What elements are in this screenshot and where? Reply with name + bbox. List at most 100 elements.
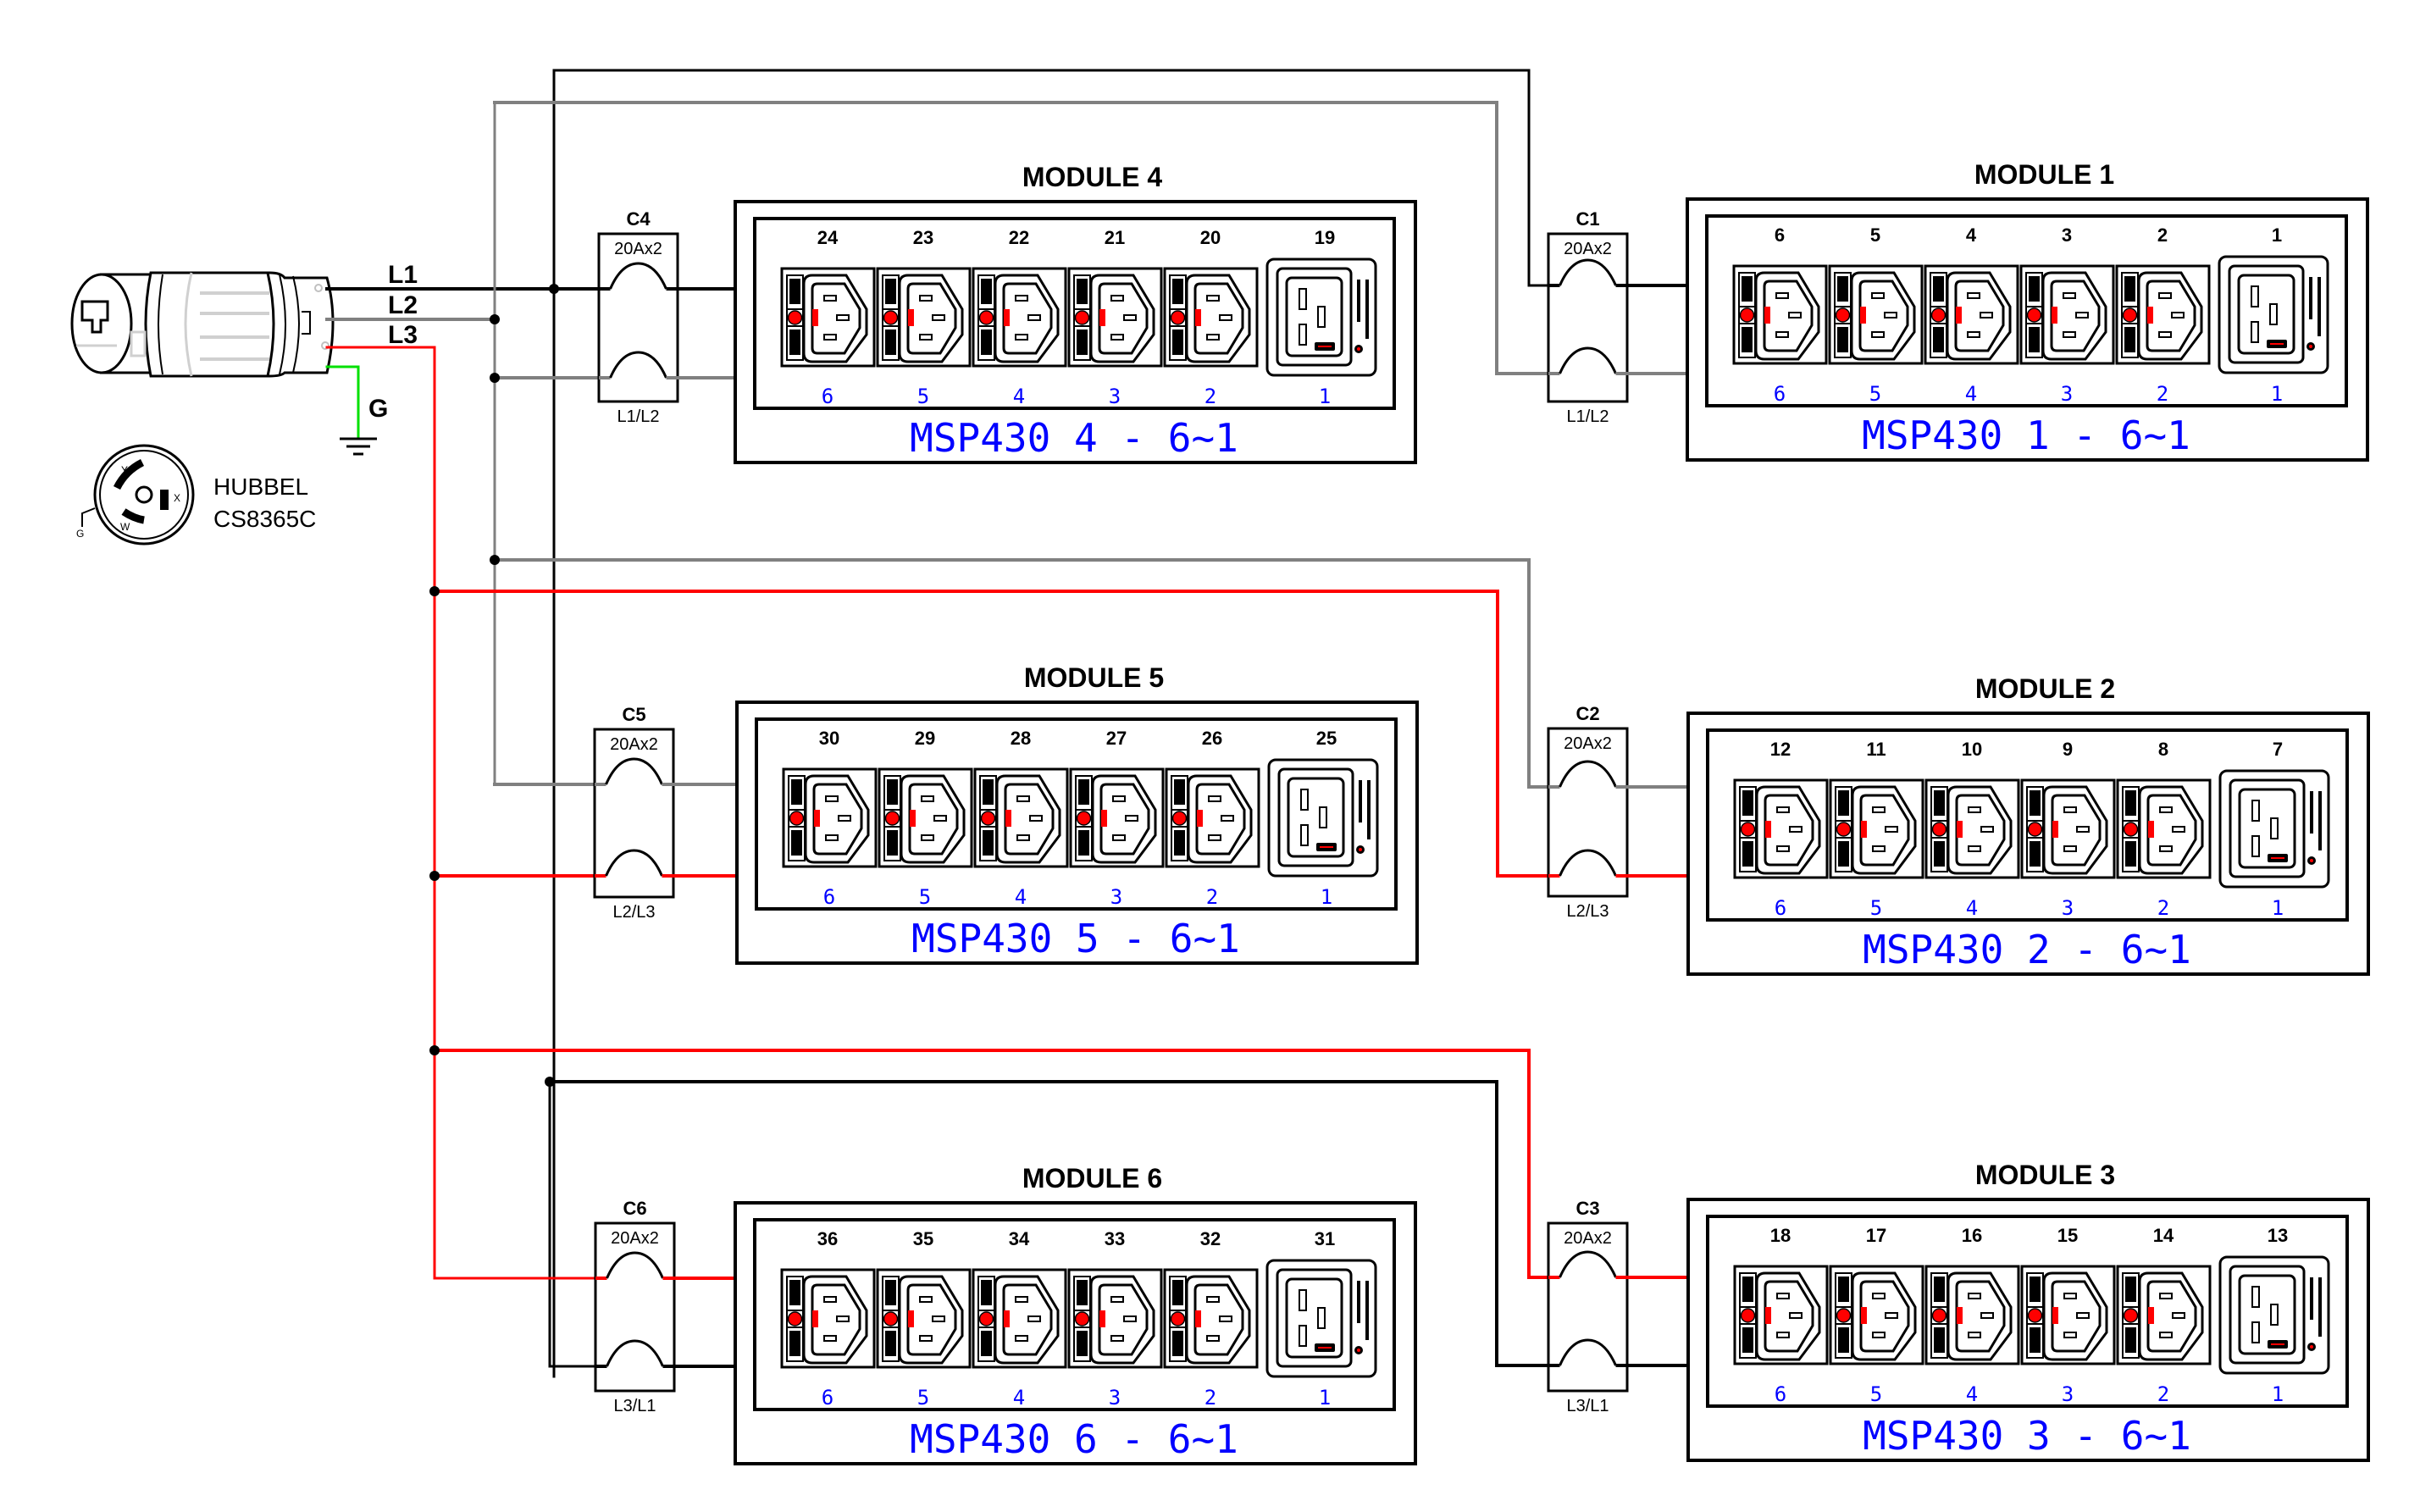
port-index: 2	[2157, 896, 2169, 920]
c13-outlet-icon	[782, 767, 878, 868]
outlet-number: 36	[817, 1228, 838, 1249]
outlet: 22	[2115, 224, 2211, 406]
port-index: 1	[1321, 885, 1332, 909]
outlet-number: 26	[1202, 728, 1222, 749]
port-index: 1	[1319, 385, 1331, 408]
outlet-number: 1	[2272, 224, 2282, 246]
led-indicator-icon	[787, 310, 803, 325]
led-indicator-icon	[1076, 811, 1092, 826]
module-title: MODULE 5	[1024, 662, 1164, 693]
breaker-rating: 20Ax2	[610, 735, 658, 754]
outlet: 186	[1733, 1225, 1829, 1406]
outlet-number: 16	[1962, 1225, 1982, 1246]
breaker-box	[1547, 232, 1629, 403]
breaker-rating: 20Ax2	[1564, 734, 1612, 753]
c13-outlet-icon	[2116, 778, 2212, 879]
led-indicator-icon	[980, 811, 996, 826]
wire-l3-main	[325, 346, 597, 1280]
c19-outlet-icon	[2218, 255, 2329, 374]
port-index: 2	[1206, 885, 1218, 909]
pin-label-g: G	[76, 528, 84, 540]
led-indicator-icon	[978, 310, 994, 325]
led-indicator-icon	[1170, 310, 1186, 325]
led-indicator-icon	[978, 1311, 994, 1326]
c19-outlet-icon	[1265, 258, 1377, 377]
breaker-rating: 20Ax2	[614, 240, 662, 258]
outlet-number: 32	[1200, 1228, 1221, 1249]
port-index: 1	[2271, 382, 2283, 406]
c13-outlet-icon	[2020, 778, 2116, 879]
led-indicator-icon	[1171, 811, 1188, 826]
outlet-number: 33	[1105, 1228, 1125, 1249]
outlet-number: 14	[2153, 1225, 2174, 1246]
led-indicator-icon	[2123, 1308, 2139, 1323]
outlet: 202	[1163, 227, 1259, 408]
outlet-number: 8	[2158, 739, 2168, 760]
junction-dot	[490, 314, 500, 324]
breaker-contact-icon	[1559, 849, 1617, 877]
breaker-box	[593, 728, 675, 899]
led-indicator-icon	[1740, 822, 1756, 837]
breaker-id: C4	[626, 208, 651, 230]
module-device-label: MSP430 2 - 6~1	[1863, 927, 2191, 972]
c13-outlet-icon	[1163, 267, 1259, 368]
breaker-contact-icon	[606, 1251, 664, 1279]
breaker-contact-icon	[1559, 1338, 1617, 1366]
breaker-contact-icon	[609, 262, 667, 290]
ground-symbol-icon	[340, 437, 377, 456]
c13-outlet-icon	[2020, 1265, 2116, 1365]
c19-outlet-icon	[1267, 758, 1379, 878]
module-device-label: MSP430 5 - 6~1	[911, 916, 1240, 961]
outlet-number: 28	[1011, 728, 1031, 749]
outlet: 175	[1829, 1225, 1924, 1406]
outlet-number: 24	[817, 227, 839, 248]
led-indicator-icon	[2027, 1308, 2043, 1323]
c13-outlet-icon	[876, 267, 972, 368]
module-title: MODULE 3	[1975, 1160, 2115, 1190]
ground-wire	[325, 365, 360, 440]
breaker-box	[1547, 727, 1629, 898]
c13-outlet-icon	[1924, 1265, 2020, 1365]
port-index: 6	[1774, 382, 1786, 406]
breaker-contact-icon	[1559, 760, 1617, 788]
breaker-contact-icon	[605, 757, 663, 785]
module-title: MODULE 1	[1974, 159, 2114, 190]
c13-outlet-icon	[1733, 1265, 1829, 1365]
outlet: 93	[2020, 739, 2116, 920]
port-index: 6	[822, 1386, 833, 1410]
module-title: MODULE 4	[1022, 162, 1163, 192]
outlet-number: 4	[1966, 224, 1977, 246]
outlet-number: 6	[1775, 224, 1785, 246]
outlet-number: 13	[2268, 1225, 2288, 1246]
outlet: 355	[876, 1228, 972, 1410]
port-index: 3	[2062, 896, 2074, 920]
junction-dot	[429, 871, 440, 881]
outlet: 322	[1163, 1228, 1259, 1410]
breaker-id: C3	[1575, 1198, 1599, 1219]
outlet: 306	[782, 728, 878, 909]
outlet-number: 17	[1866, 1225, 1886, 1246]
breaker-contact-icon	[1559, 258, 1617, 286]
c13-outlet-icon	[1924, 264, 2019, 365]
port-index: 3	[2062, 1382, 2074, 1406]
breaker-phases: L3/L1	[613, 1397, 656, 1415]
led-indicator-icon	[1930, 307, 1947, 323]
outlet-number: 3	[2062, 224, 2072, 246]
port-index: 5	[917, 385, 929, 408]
outlet: 131	[2218, 1225, 2330, 1406]
connector-model-label: CS8365C	[213, 506, 316, 532]
outlet-number: 18	[1770, 1225, 1791, 1246]
led-indicator-icon	[1836, 822, 1852, 837]
outlet: 44	[1924, 224, 2019, 406]
c13-outlet-icon	[972, 1268, 1067, 1369]
port-index: 4	[1013, 1386, 1025, 1410]
breaker-id: C6	[623, 1198, 646, 1219]
outlet: 246	[780, 227, 876, 408]
port-index: 5	[917, 1386, 929, 1410]
outlet: 26 2	[1165, 728, 1260, 909]
outlet-number: 22	[1009, 227, 1029, 248]
outlet: 344	[972, 1228, 1067, 1410]
